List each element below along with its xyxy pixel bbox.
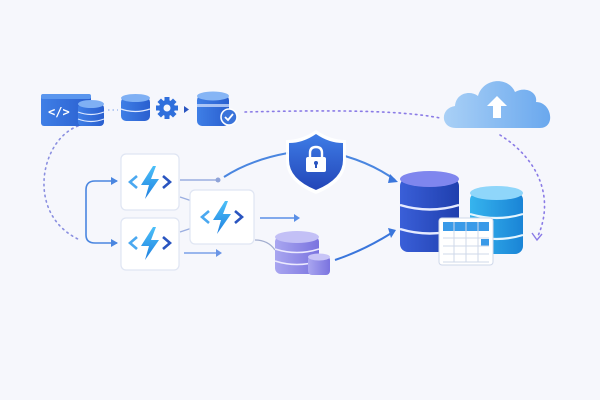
code-icon-label: </> [48, 105, 70, 119]
dotted-path-left [43, 125, 81, 241]
loop-arrowheads [111, 177, 118, 247]
database-icon [120, 94, 151, 121]
arrow-to-database [344, 155, 396, 181]
table-icon [438, 217, 494, 266]
database-stack-icon [274, 231, 330, 275]
dotted-arrowhead [531, 232, 543, 242]
connector-to-shield [223, 152, 289, 178]
arrow-to-database [334, 231, 394, 261]
function-card [120, 153, 180, 211]
database-check-icon [197, 91, 238, 126]
function-card [189, 189, 255, 245]
shield-lock-icon [286, 130, 346, 194]
dotted-path-top [244, 110, 441, 119]
arrow-icon [184, 106, 189, 113]
cloud-upload-icon [443, 81, 551, 128]
database-icon-small [77, 100, 105, 126]
gear-icon [156, 97, 178, 119]
dotted-path-right [499, 134, 546, 239]
function-card [120, 217, 180, 271]
loop-connector [85, 180, 117, 244]
